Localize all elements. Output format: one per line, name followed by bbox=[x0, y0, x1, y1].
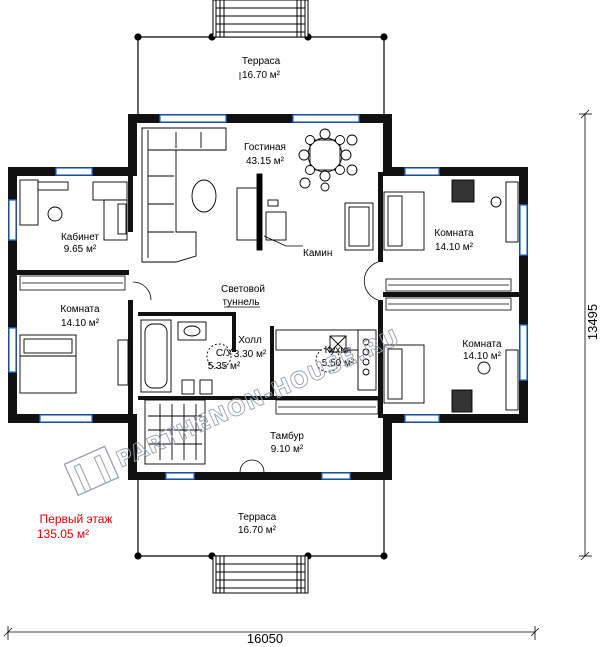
left-room-furniture bbox=[19, 334, 129, 394]
closets bbox=[19, 275, 512, 415]
room-name-vestibule: Тамбур bbox=[270, 430, 304, 442]
room-name-left: Комната bbox=[60, 304, 100, 315]
room-area-kitchen: 5.50 м² bbox=[322, 358, 355, 369]
room-area-right-top: 14.10 м² bbox=[435, 242, 474, 253]
room-area-hall: 3.30 м² bbox=[234, 349, 267, 360]
study-furniture bbox=[19, 179, 128, 241]
interior-walls bbox=[17, 172, 519, 420]
watermark-logo bbox=[63, 445, 120, 497]
windows bbox=[8, 114, 528, 480]
room-area-wc: 5.35 м² bbox=[208, 361, 241, 372]
dimension-width-label: 16050 bbox=[247, 631, 283, 646]
bathroom-fixtures bbox=[140, 319, 232, 395]
floor-title: Первый этаж bbox=[40, 512, 113, 526]
room-labels: Терраса 16.70 м² Гостиная 43.15 м² Кабин… bbox=[60, 56, 502, 536]
floor-total-area: 135.05 м² bbox=[37, 527, 89, 541]
room-name-kitchen: Кухня bbox=[325, 345, 352, 356]
room-name-hall: Холл bbox=[238, 335, 262, 346]
room-name-right-top: Комната bbox=[434, 228, 474, 239]
room-name-terrace-top: Терраса bbox=[242, 56, 281, 67]
dimension-height bbox=[579, 109, 592, 561]
room-name-right-bottom: Комната bbox=[462, 339, 502, 350]
room-name-wc: С/У bbox=[216, 348, 233, 359]
bottom-stairs bbox=[212, 555, 309, 594]
room-area-terrace-bottom: 16.70 м² bbox=[238, 525, 277, 536]
room-name-terrace-bottom: Терраса bbox=[238, 512, 277, 523]
light-tunnel-label-2: туннель bbox=[222, 297, 259, 308]
room-area-left: 14.10 м² bbox=[61, 318, 100, 329]
room-area-terrace-top: 16.70 м² bbox=[242, 70, 281, 81]
dimension-width bbox=[3, 626, 540, 640]
fireplace-leader-line bbox=[263, 235, 287, 247]
room-area-living: 43.15 м² bbox=[246, 156, 285, 167]
light-tunnel-label-1: Световой bbox=[221, 284, 265, 295]
room-area-study: 9.65 м² bbox=[64, 244, 97, 255]
right-room-top-furniture bbox=[383, 179, 519, 251]
kitchen-fixtures bbox=[275, 329, 377, 391]
room-area-right-bottom: 14.10 м² bbox=[463, 351, 502, 362]
room-name-living: Гостиная bbox=[244, 142, 286, 153]
doors bbox=[132, 72, 379, 473]
dimension-height-label: 13495 bbox=[585, 304, 600, 340]
fireplace-label: Камин bbox=[303, 248, 332, 259]
living-room-furniture bbox=[141, 127, 374, 263]
interior-staircase bbox=[144, 399, 206, 465]
top-stairs bbox=[212, 0, 309, 38]
callouts: Камин Световой туннель bbox=[221, 235, 332, 308]
right-room-bottom-furniture bbox=[383, 344, 519, 413]
room-name-study: Кабинет bbox=[61, 231, 99, 243]
room-area-vestibule: 9.10 м² bbox=[271, 444, 304, 455]
